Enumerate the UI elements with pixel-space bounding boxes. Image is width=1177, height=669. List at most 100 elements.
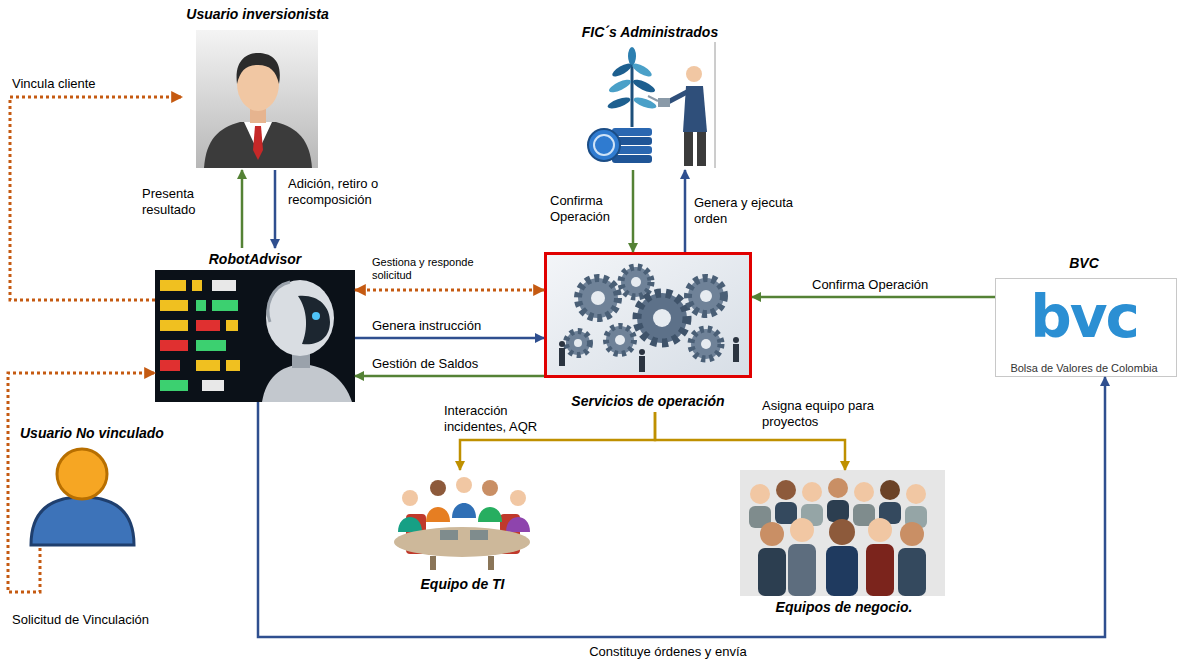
edge-label: Constituye órdenes y envía (578, 644, 758, 660)
edge-label: Interacción incidentes, AQR (444, 403, 544, 435)
fund-illustration-part (612, 155, 652, 163)
fund-illustration-part (697, 132, 706, 166)
prospect-illustration-part (57, 449, 107, 499)
robot-advisor-illustration-part (212, 280, 236, 291)
it-team-illustration-part (430, 556, 436, 570)
robot-advisor-illustration-part (226, 360, 240, 371)
investor-illustration-part (237, 53, 280, 84)
robot-advisor-illustration-part (212, 300, 238, 311)
operations-illustration-part (621, 267, 651, 297)
fund-illustration-part (583, 42, 715, 168)
fund-illustration-part (594, 135, 614, 155)
business-team-illustration-part (880, 480, 900, 500)
edge-label: Genera y ejecuta orden (694, 195, 806, 227)
it-team-illustration-part (456, 477, 472, 493)
edge-label: Confirma Operación (550, 193, 630, 225)
flow-arrow (684, 170, 687, 252)
investor-illustration-part (253, 126, 263, 160)
operations-illustration-part (574, 339, 582, 347)
edge-label: Presenta resultado (142, 186, 216, 218)
fund-illustration-part (658, 98, 670, 107)
operations-illustration-part (700, 290, 712, 302)
flow-arrow (258, 377, 1105, 637)
robot-advisor-figure: RobotAdvisor (155, 248, 355, 402)
edge-label: Gestiona y responde solicitud (372, 256, 502, 282)
business-team-illustration-part (750, 484, 770, 504)
fund-figure: FIC´s Administrados (572, 22, 728, 170)
prospect-illustration (31, 449, 134, 545)
fund-illustration-part (606, 95, 631, 111)
business-team-illustration-part (900, 522, 924, 546)
exchange-logo: BVC bvcBolsa de Valores de Colombia (995, 253, 1173, 377)
business-team-illustration-part (776, 480, 796, 500)
robot-advisor-illustration-part (160, 300, 188, 311)
fund-illustration-part (631, 77, 656, 94)
logo-subtitle: Bolsa de Valores de Colombia (1010, 362, 1157, 375)
exchange-logo-panel-part (996, 279, 1177, 377)
operations-box: Servicios de operación (544, 252, 752, 412)
flow-arrow (632, 170, 635, 252)
business-team-illustration-part (898, 548, 926, 596)
it-team-illustration-part (510, 490, 526, 506)
business-team-illustration-part (827, 500, 849, 522)
edge-label: Confirma Operación (812, 277, 982, 293)
robot-advisor-illustration-part (298, 296, 330, 345)
node-caption: BVC (1069, 255, 1099, 272)
robot-advisor-illustration-part (160, 380, 188, 391)
node-caption: Equipos de negocio. (776, 599, 913, 616)
node-caption: Servicios de operación (571, 393, 724, 410)
flow-arrow (8, 373, 155, 592)
robot-advisor-illustration-part (268, 282, 290, 322)
operations-illustration (546, 254, 751, 377)
it-team-illustration-part (506, 517, 530, 532)
edge-label: Gestión de Saldos (372, 356, 542, 372)
operations-illustration-part (653, 309, 671, 327)
robot-advisor-illustration-part (226, 320, 238, 331)
robot-advisor-illustration-part (196, 320, 220, 331)
it-team-illustration-part (394, 527, 530, 557)
flow-arrow (355, 375, 544, 378)
operations-illustration-part (691, 329, 721, 359)
fund-illustration-part (684, 132, 693, 166)
business-team-figure: Equipos de negocio. (738, 470, 950, 618)
operations-illustration-part (639, 356, 645, 372)
it-team-figure: Equipo de TI (380, 470, 545, 595)
robot-advisor-illustration-part (196, 340, 226, 351)
it-team-illustration-part (478, 507, 502, 522)
robot-advisor-illustration-part (196, 360, 220, 371)
it-team-illustration-part (402, 490, 418, 506)
flow-arrow (355, 289, 544, 292)
business-team-illustration (740, 470, 945, 596)
fund-illustration-part (588, 129, 620, 161)
fund-illustration-part (607, 77, 632, 94)
business-team-illustration-part (802, 482, 822, 502)
logo-text: bvc (1030, 286, 1138, 348)
robot-advisor-illustration-part (155, 270, 355, 402)
operations-illustration-part (615, 335, 625, 345)
edge-label: Genera instrucción (372, 318, 542, 334)
operations-illustration-part (591, 291, 605, 305)
business-team-illustration-part (866, 544, 894, 596)
node-caption: RobotAdvisor (209, 251, 302, 268)
it-team-illustration-part (488, 556, 494, 570)
business-team-illustration-part (829, 519, 855, 545)
fund-illustration-part (612, 128, 652, 136)
flow-arrow (355, 337, 544, 340)
it-team-illustration-part (398, 517, 422, 532)
operations-illustration-part (733, 337, 739, 343)
edge-label: Adición, retiro o recomposición (288, 176, 406, 208)
business-team-illustration-part (740, 470, 945, 596)
robot-advisor-illustration-part (160, 340, 188, 351)
business-team-illustration-part (788, 544, 816, 596)
fund-illustration-part (631, 58, 634, 127)
edge-label: Vincula cliente (12, 76, 152, 92)
prospect-figure: Usuario No vinculado (18, 423, 178, 548)
operations-illustration-part (733, 344, 739, 362)
operations-illustration-part (631, 277, 641, 287)
fund-illustration-part (668, 92, 687, 102)
operations-illustration-part (637, 293, 687, 343)
node-caption: Usuario No vinculado (20, 425, 164, 442)
investor-illustration-part (196, 30, 318, 168)
